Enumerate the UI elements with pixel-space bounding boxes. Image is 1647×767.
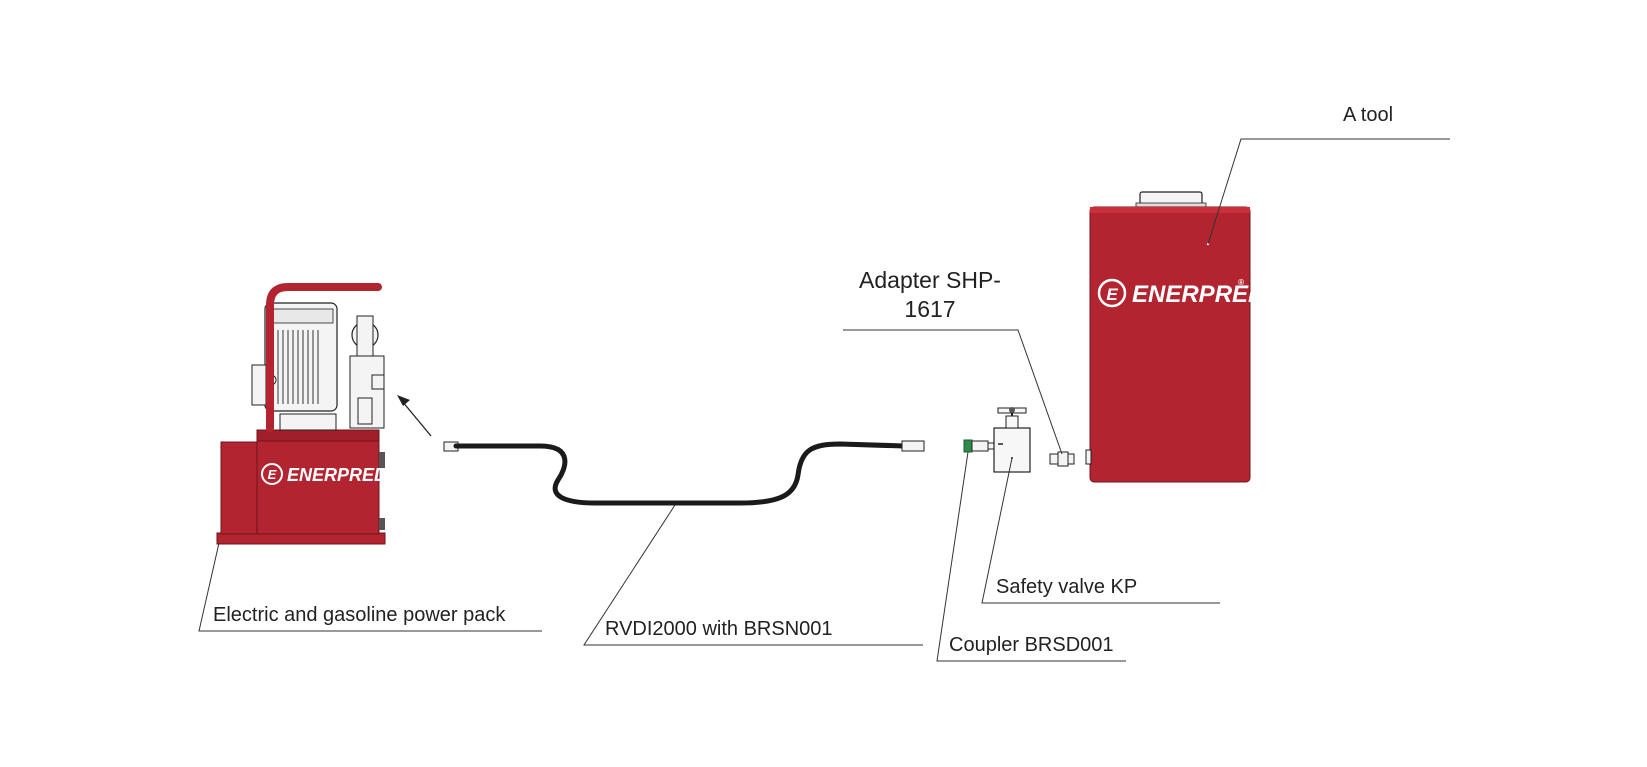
tool-body: [1089, 206, 1251, 483]
label-adapter-line2: 1617: [904, 296, 955, 322]
power-pack: E ENERPRED: [216, 283, 387, 545]
adapter: [1049, 451, 1075, 467]
label-safety-valve: Safety valve KP: [996, 576, 1137, 598]
tool-logo: E ENERPRED ®: [1097, 278, 1265, 308]
valve-assembly: [349, 315, 385, 429]
hose: [443, 440, 925, 506]
coupler: [963, 439, 995, 453]
label-coupler: Coupler BRSD001: [949, 634, 1114, 656]
pointer-arrow: [397, 395, 432, 437]
power-pack-logo: E ENERPRED: [261, 463, 387, 485]
motor: [251, 302, 338, 431]
label-power-pack: Electric and gasoline power pack: [213, 604, 506, 626]
leader-lines: [198, 138, 1450, 662]
power-pack-brand-text: ENERPRED: [287, 465, 387, 485]
power-pack-side-box: [220, 441, 258, 535]
tool-cylinder: E ENERPRED ®: [1085, 191, 1265, 483]
hose-fitting-right: [901, 440, 925, 452]
svg-text:E: E: [268, 467, 277, 482]
power-pack-handle: [266, 283, 382, 432]
tool-brand-text: ENERPRED: [1132, 281, 1265, 308]
label-hose: RVDI2000 with BRSN001: [605, 618, 833, 640]
label-tool: A tool: [1343, 104, 1393, 126]
safety-valve: [993, 407, 1031, 473]
svg-text:E: E: [1106, 285, 1118, 304]
label-adapter-line1: Adapter SHP-: [859, 267, 1001, 293]
tool-brand-mark: ®: [1238, 278, 1244, 287]
power-pack-base-plate: [216, 532, 386, 545]
